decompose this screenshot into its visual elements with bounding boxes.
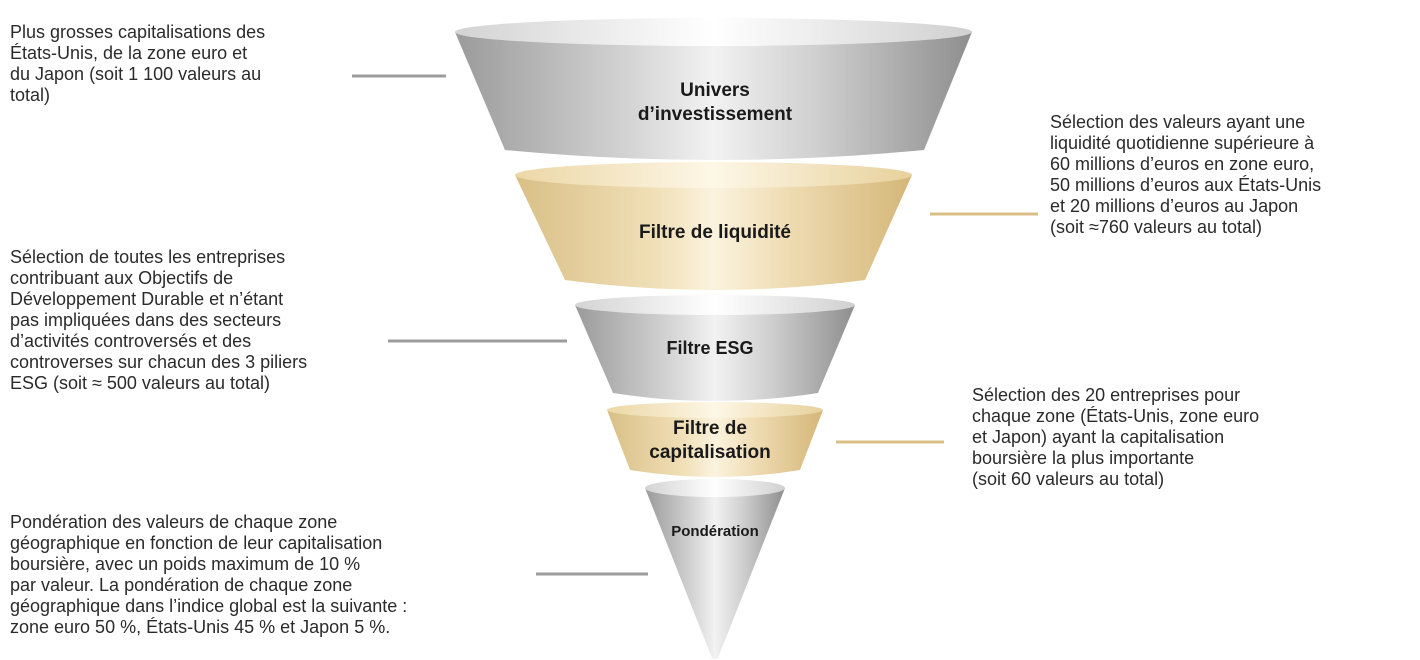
note-ponderation: Pondération des valeurs de chaque zone g… <box>10 512 408 637</box>
stage-label-esg: Filtre ESG <box>666 338 754 358</box>
funnel-segment-liquidite <box>515 175 912 290</box>
note-univers: Plus grosses capitalisations des États-U… <box>10 22 266 105</box>
stage-label-liquidite: Filtre de liquidité <box>638 222 791 243</box>
stage-label-capitalisation: Filtre de capitalisation <box>649 418 771 463</box>
funnel-segment-rim-univers <box>455 18 972 46</box>
funnel-segment-rim-esg <box>575 295 855 315</box>
note-liquidite: Sélection des valeurs ayant une liquidit… <box>1050 112 1322 237</box>
note-esg: Sélection de toutes les entreprises cont… <box>10 247 308 393</box>
funnel-segment-univers <box>455 32 972 160</box>
funnel-segment-rim-capitalisation <box>607 402 823 418</box>
funnel-segment-ponderation <box>645 488 785 659</box>
funnel-segment-rim-liquidite <box>515 162 912 188</box>
note-capitalisation: Sélection des 20 entreprises pour chaque… <box>972 385 1260 489</box>
funnel-segment-rim-ponderation <box>645 479 785 497</box>
funnel-segment-esg <box>575 305 855 401</box>
stage-label-univers: Univers d’investissement <box>637 80 793 125</box>
funnel-segment-capitalisation <box>607 410 823 477</box>
stage-label-ponderation: Pondération <box>671 523 759 540</box>
